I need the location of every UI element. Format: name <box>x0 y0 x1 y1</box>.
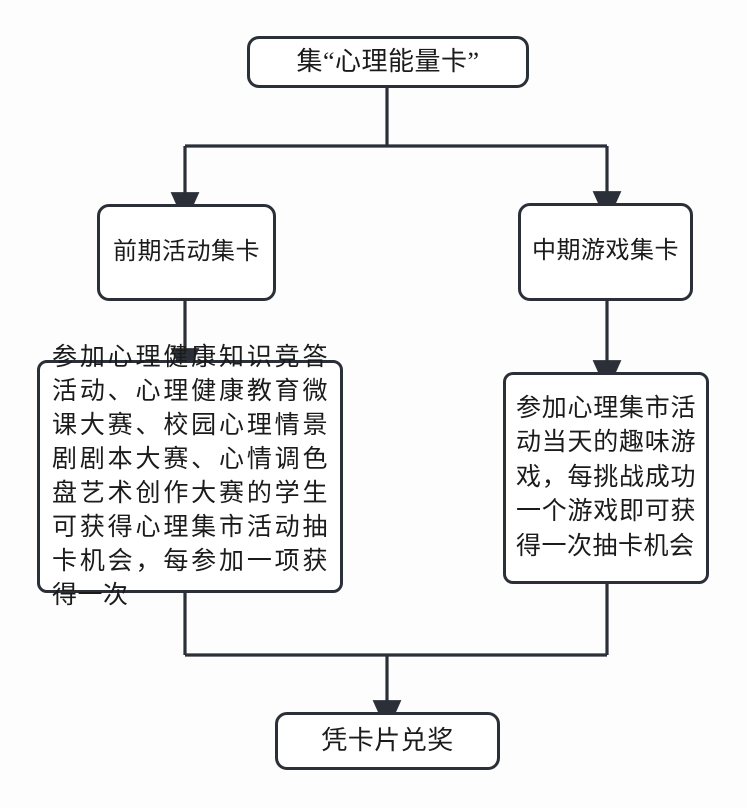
node-label-mid: 中期游戏集卡 <box>532 238 679 265</box>
node-label-mid-detail: 参加心理集市活动当天的趣味游戏，每挑战成功一个游戏即可获得一次抽卡机会 <box>516 394 696 560</box>
node-collect-energy-card[interactable]: 集“心理能量卡” <box>247 36 529 88</box>
node-label-redeem: 凭卡片兑奖 <box>321 725 454 755</box>
node-label-root: 集“心理能量卡” <box>296 46 480 76</box>
node-mid-game-cards[interactable]: 中期游戏集卡 <box>518 203 693 301</box>
node-early-activity-detail[interactable]: 参加心理健康知识竞答活动、心理健康教育微课大赛、校园心理情景剧剧本大赛、心情调色… <box>37 344 343 609</box>
node-label-early-detail: 参加心理健康知识竞答活动、心理健康教育微课大赛、校园心理情景剧剧本大赛、心情调色… <box>52 343 328 609</box>
node-redeem-with-cards[interactable]: 凭卡片兑奖 <box>275 712 500 770</box>
node-label-early: 前期活动集卡 <box>113 238 260 265</box>
node-early-activity-cards[interactable]: 前期活动集卡 <box>97 204 276 301</box>
node-mid-game-detail[interactable]: 参加心理集市活动当天的趣味游戏，每挑战成功一个游戏即可获得一次抽卡机会 <box>503 372 709 584</box>
